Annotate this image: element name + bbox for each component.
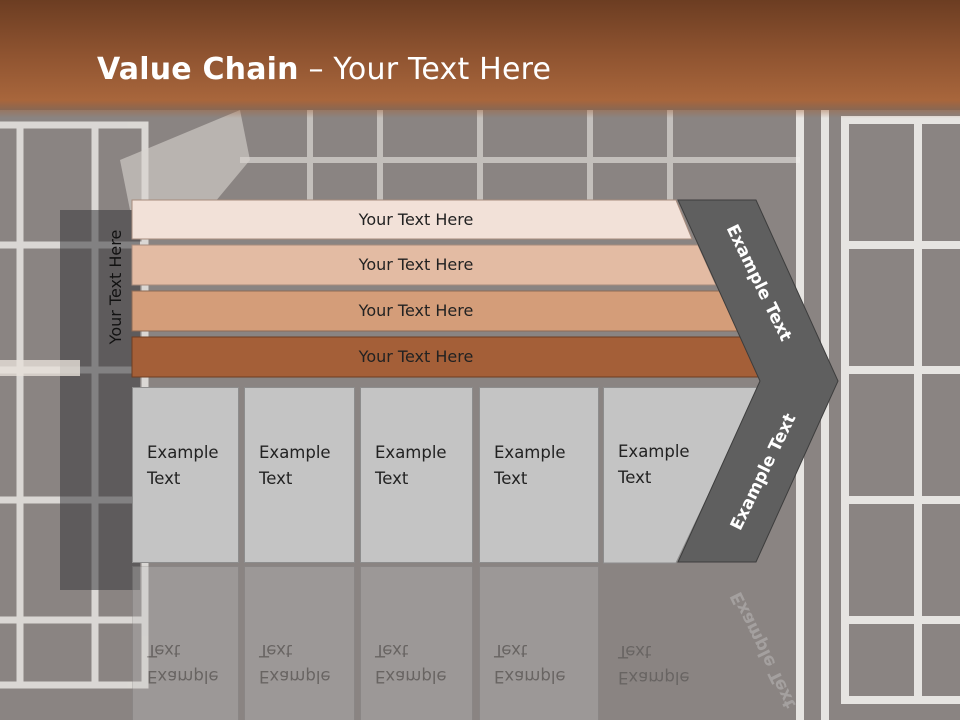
band-3-label: Your Text Here — [358, 301, 474, 320]
box-3-label: Example Text — [375, 443, 447, 488]
title-bar — [0, 0, 960, 118]
box-5-label: Example Text — [618, 442, 690, 487]
box-5 — [603, 387, 761, 564]
box-1: Example Text — [132, 387, 239, 563]
box-2-label: Example Text — [259, 443, 331, 488]
box-5-shape — [603, 387, 761, 564]
box-4: Example Text — [479, 387, 599, 563]
box-4-label: Example Text — [494, 443, 566, 488]
slide-title-bold: Value Chain — [97, 52, 299, 87]
side-label: Your Text Here — [106, 229, 125, 345]
band-4-label: Your Text Here — [358, 347, 474, 366]
box-3: Example Text — [360, 387, 473, 563]
slide-title-rest: – Your Text Here — [298, 52, 552, 87]
box-2: Example Text — [244, 387, 355, 563]
chevron-arrow — [677, 199, 839, 563]
band-1-shape — [131, 199, 693, 240]
slide-title: Value Chain – Your Text Here — [97, 52, 551, 87]
box-1-label: Example Text — [147, 443, 219, 488]
band-2-label: Your Text Here — [358, 255, 474, 274]
band-1-label: Your Text Here — [358, 210, 474, 229]
chevron-arrow-shape — [677, 199, 839, 563]
